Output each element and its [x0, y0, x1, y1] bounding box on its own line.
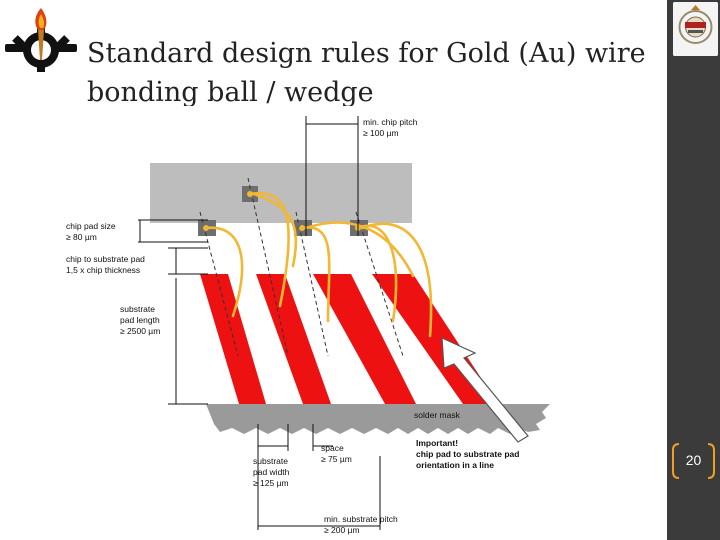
- value-substrate-pad-length: ≥ 2500 µm: [120, 326, 160, 336]
- label-min-substrate-pitch: min. substrate pitch: [324, 514, 398, 524]
- label-substrate-pad-width-2: pad width: [253, 467, 290, 477]
- slide-number: 20: [685, 452, 702, 468]
- label-solder-mask: solder mask: [414, 410, 461, 420]
- label-min-chip-pitch: min. chip pitch: [363, 117, 418, 127]
- value-substrate-pad-width: ≥ 125 µm: [253, 478, 289, 488]
- title-line-2: bonding ball / wedge: [87, 77, 374, 108]
- right-sidebar: 20: [667, 0, 720, 540]
- value-chip-pad-size: ≥ 80 µm: [66, 232, 97, 242]
- slide-number-box: 20: [667, 440, 720, 482]
- label-substrate-pad-width-1: substrate: [253, 456, 288, 466]
- orientation-arrow-icon: [441, 337, 529, 443]
- title-line-1: Standard design rules for Gold (Au) wire: [87, 38, 646, 69]
- label-important-2: chip pad to substrate pad: [416, 449, 519, 459]
- substrate-pad-1: [200, 274, 266, 404]
- label-important: Important!: [416, 438, 458, 448]
- value-min-substrate-pitch: ≥ 200 µm: [324, 525, 360, 535]
- nrc-emblem-icon: [673, 2, 718, 56]
- slide-title: Standard design rules for Gold (Au) wire…: [87, 34, 657, 112]
- label-substrate-pad-length-1: substrate: [120, 304, 155, 314]
- chip-body: [150, 163, 412, 223]
- value-space: ≥ 75 µm: [321, 454, 352, 464]
- substrate-pad-2: [256, 274, 331, 404]
- value-min-chip-pitch: ≥ 100 µm: [363, 128, 399, 138]
- solder-mask-band: [206, 404, 550, 434]
- value-chip-to-substrate: 1,5 x chip thickness: [66, 265, 140, 275]
- label-substrate-pad-length-2: pad length: [120, 315, 160, 325]
- wire-bonding-diagram: min. chip pitch ≥ 100 µm chip pad size ≥…: [58, 106, 559, 540]
- gear-torch-logo-icon: [5, 8, 77, 72]
- substrate-pad-3: [313, 274, 416, 404]
- label-space: space: [321, 443, 344, 453]
- label-chip-pad-size: chip pad size: [66, 221, 116, 231]
- label-important-3: orientation in a line: [416, 460, 494, 470]
- label-chip-to-substrate: chip to substrate pad: [66, 254, 145, 264]
